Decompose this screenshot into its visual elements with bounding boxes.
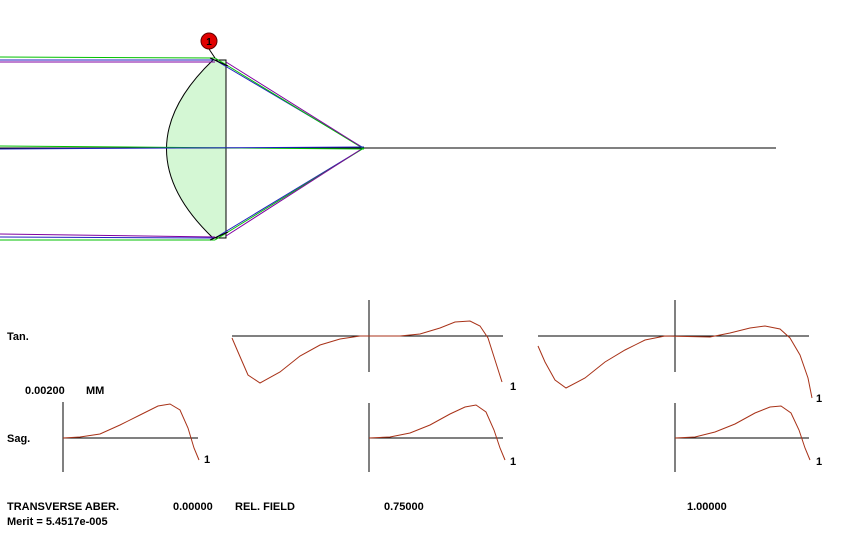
sag-curve (674, 405, 811, 461)
ray-lower-purple-conv (225, 149, 361, 237)
ray-lower-blue (0, 236, 216, 239)
scale-unit: MM (86, 385, 105, 397)
ray-upper-green (0, 56, 216, 59)
curve-marker-sag-075: 1 (510, 456, 517, 468)
ray-upper-purple-conv (225, 61, 361, 147)
tan-plot-field-075 (231, 300, 503, 384)
sag-plot-field-075 (368, 403, 506, 472)
sag-curve (62, 403, 200, 461)
tan-curve (231, 320, 503, 384)
tan-curve (537, 325, 813, 399)
field-caption: REL. FIELD (235, 501, 295, 513)
field-value-2: 1.00000 (687, 501, 727, 513)
sag-curve (368, 404, 506, 461)
lens-layout: 1 (0, 32, 776, 241)
ray-chief-blue (0, 146, 365, 150)
merit-value: Merit = 5.4517e-005 (7, 516, 108, 528)
ray-lower-purple (0, 233, 216, 238)
scale-value: 0.00200 (25, 385, 65, 397)
badge-leader (208, 48, 216, 59)
field-value-1: 0.75000 (384, 501, 424, 513)
curve-marker-sag-000: 1 (204, 454, 211, 466)
sag-plot-field-100 (674, 403, 811, 472)
ray-upper-green-conv (214, 57, 365, 150)
field-value-0: 0.00000 (173, 501, 213, 513)
tan-label: Tan. (7, 331, 29, 343)
surface-edge-lower (209, 231, 229, 241)
surface-edge-upper (209, 57, 229, 67)
sag-label: Sag. (7, 433, 31, 445)
footer-title: TRANSVERSE ABER. (7, 501, 120, 513)
sag-plot-field-000 (62, 402, 200, 472)
surface-badge-number: 1 (206, 37, 212, 48)
curve-marker-tan-075: 1 (510, 381, 517, 393)
curve-marker-sag-100: 1 (816, 456, 823, 468)
tan-plot-field-100 (537, 300, 813, 399)
lens-element (166, 59, 227, 239)
curve-marker-tan-100: 1 (816, 393, 823, 405)
surface-badge[interactable] (200, 32, 218, 50)
